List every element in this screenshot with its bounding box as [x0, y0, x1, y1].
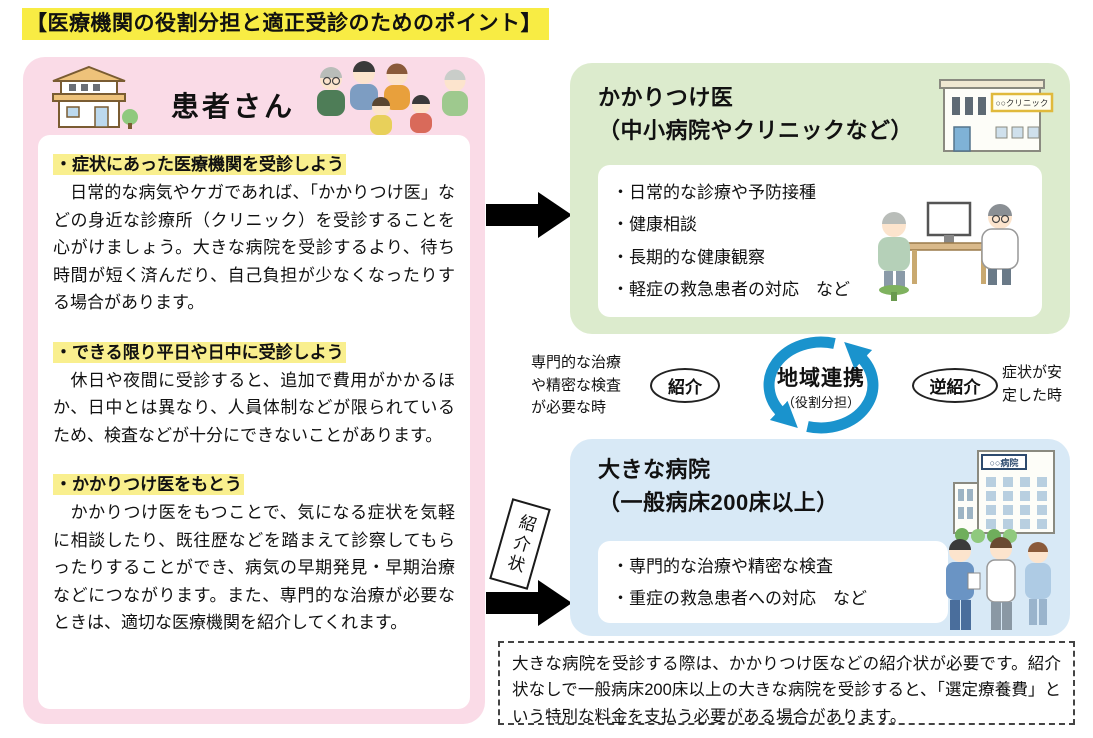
- advice-body: かかりつけ医をもつことで、気になる症状を気軽に相談したり、既往歴などを踏まえて診…: [53, 503, 455, 633]
- coordination-center: 地域連携 （役割分担）: [731, 362, 911, 411]
- arrow-patient-to-clinic-icon: [486, 192, 572, 238]
- clinic-service-item: ・長期的な健康観察: [612, 247, 765, 267]
- advice-body: 休日や夜間に受診すると、追加で費用がかかるほか、日中とは異なり、人員体制などが限…: [53, 370, 455, 445]
- hospital-sign-label: ○○病院: [990, 457, 1019, 468]
- clinic-heading: かかりつけ医 （中小病院やクリニックなど）: [598, 85, 914, 143]
- coordination-left-note: 専門的な治療 や精密な検査 が必要な時: [531, 354, 622, 416]
- patient-panel: 患者さん ・症状にあった医療機関を受診しよう: [23, 57, 485, 724]
- advice-heading-text: ・症状にあった医療機関を受診しよう: [53, 154, 346, 175]
- clinic-service-item: ・日常的な診療や予防接種: [612, 183, 816, 202]
- advice-section-2: ・できる限り平日や日中に受診しよう 休日や夜間に受診すると、追加で費用がかかるほ…: [53, 338, 455, 450]
- clinic-services-box: ・日常的な診療や予防接種 ・健康相談 ・長期的な健康観察 ・軽症の救急患者の対応…: [598, 165, 1042, 317]
- page-title: 【医療機関の役割分担と適正受診のためのポイント】: [22, 8, 549, 41]
- advice-heading: ・かかりつけ医をもとう: [53, 470, 455, 496]
- referral-badge: 紹介: [650, 368, 720, 403]
- hospital-panel: 大きな病院 （一般病床200床以上） ○○病院 ・専門的な治療や精密な検査 ・重…: [570, 439, 1070, 636]
- coordination-title: 地域連携: [777, 367, 865, 390]
- advice-heading-text: ・できる限り平日や日中に受診しよう: [53, 341, 346, 363]
- arrow-patient-to-hospital-icon: [486, 580, 572, 626]
- advice-section-3: ・かかりつけ医をもとう かかりつけ医をもつことで、気になる症状を気軽に相談したり…: [53, 470, 455, 637]
- clinic-service-item: ・健康相談: [612, 215, 697, 235]
- referral-letter-tag: 紹介状: [489, 498, 551, 590]
- house-icon: [52, 65, 138, 129]
- hospital-service-item: ・重症の救急患者への対応 など: [612, 589, 867, 609]
- advice-section-1: ・症状にあった医療機関を受診しよう 日常的な病気やケガであれば、「かかりつけ医」…: [53, 150, 455, 317]
- cycle-arrows-icon: [763, 336, 879, 434]
- hospital-services-box: ・専門的な治療や精密な検査 ・重症の救急患者への対応 など: [598, 541, 948, 623]
- advice-heading: ・症状にあった医療機関を受診しよう: [53, 150, 455, 175]
- coordination-subtitle: （役割分担）: [781, 395, 860, 410]
- clinic-sign-label: ○○クリニック: [996, 98, 1049, 108]
- clinic-panel: かかりつけ医 （中小病院やクリニックなど） ○○クリニック ・日常的な診療や予防…: [570, 63, 1070, 334]
- doctor-consult-illustration: [878, 201, 1019, 301]
- hospital-building-icon: ○○病院: [953, 450, 1055, 543]
- note-box: 大きな病院を受診する際は、かかりつけ医などの紹介状が必要です。紹介状なしで一般病…: [498, 641, 1075, 726]
- hospital-heading: 大きな病院 （一般病床200床以上）: [598, 457, 839, 515]
- advice-heading-text: ・かかりつけ医をもとう: [53, 474, 244, 496]
- hospital-services-list: ・専門的な治療や精密な検査 ・重症の救急患者への対応 など: [612, 549, 934, 616]
- reverse-referral-badge: 逆紹介: [912, 368, 998, 403]
- clinic-services-list: ・日常的な診療や予防接種 ・健康相談 ・長期的な健康観察 ・軽症の救急患者の対応…: [612, 175, 870, 307]
- hospital-service-item: ・専門的な治療や精密な検査: [612, 557, 833, 576]
- note-text: 大きな病院を受診する際は、かかりつけ医などの紹介状が必要です。紹介状なしで一般病…: [512, 655, 1061, 726]
- clinic-service-item: ・軽症の救急患者の対応 など: [612, 279, 850, 299]
- family-illustration: [317, 61, 468, 135]
- coordination-right-note: 症状が安 定した時: [1002, 364, 1063, 404]
- patient-heading: 患者さん: [171, 91, 296, 122]
- advice-heading: ・できる限り平日や日中に受診しよう: [53, 338, 455, 363]
- clinic-building-icon: ○○クリニック: [939, 79, 1054, 152]
- advice-body: 日常的な病気やケガであれば、「かかりつけ医」などの身近な診療所（クリニック）を受…: [53, 183, 455, 313]
- medical-staff-illustration: [946, 537, 1051, 630]
- patient-advice-box: ・症状にあった医療機関を受診しよう 日常的な病気やケガであれば、「かかりつけ医」…: [38, 135, 470, 709]
